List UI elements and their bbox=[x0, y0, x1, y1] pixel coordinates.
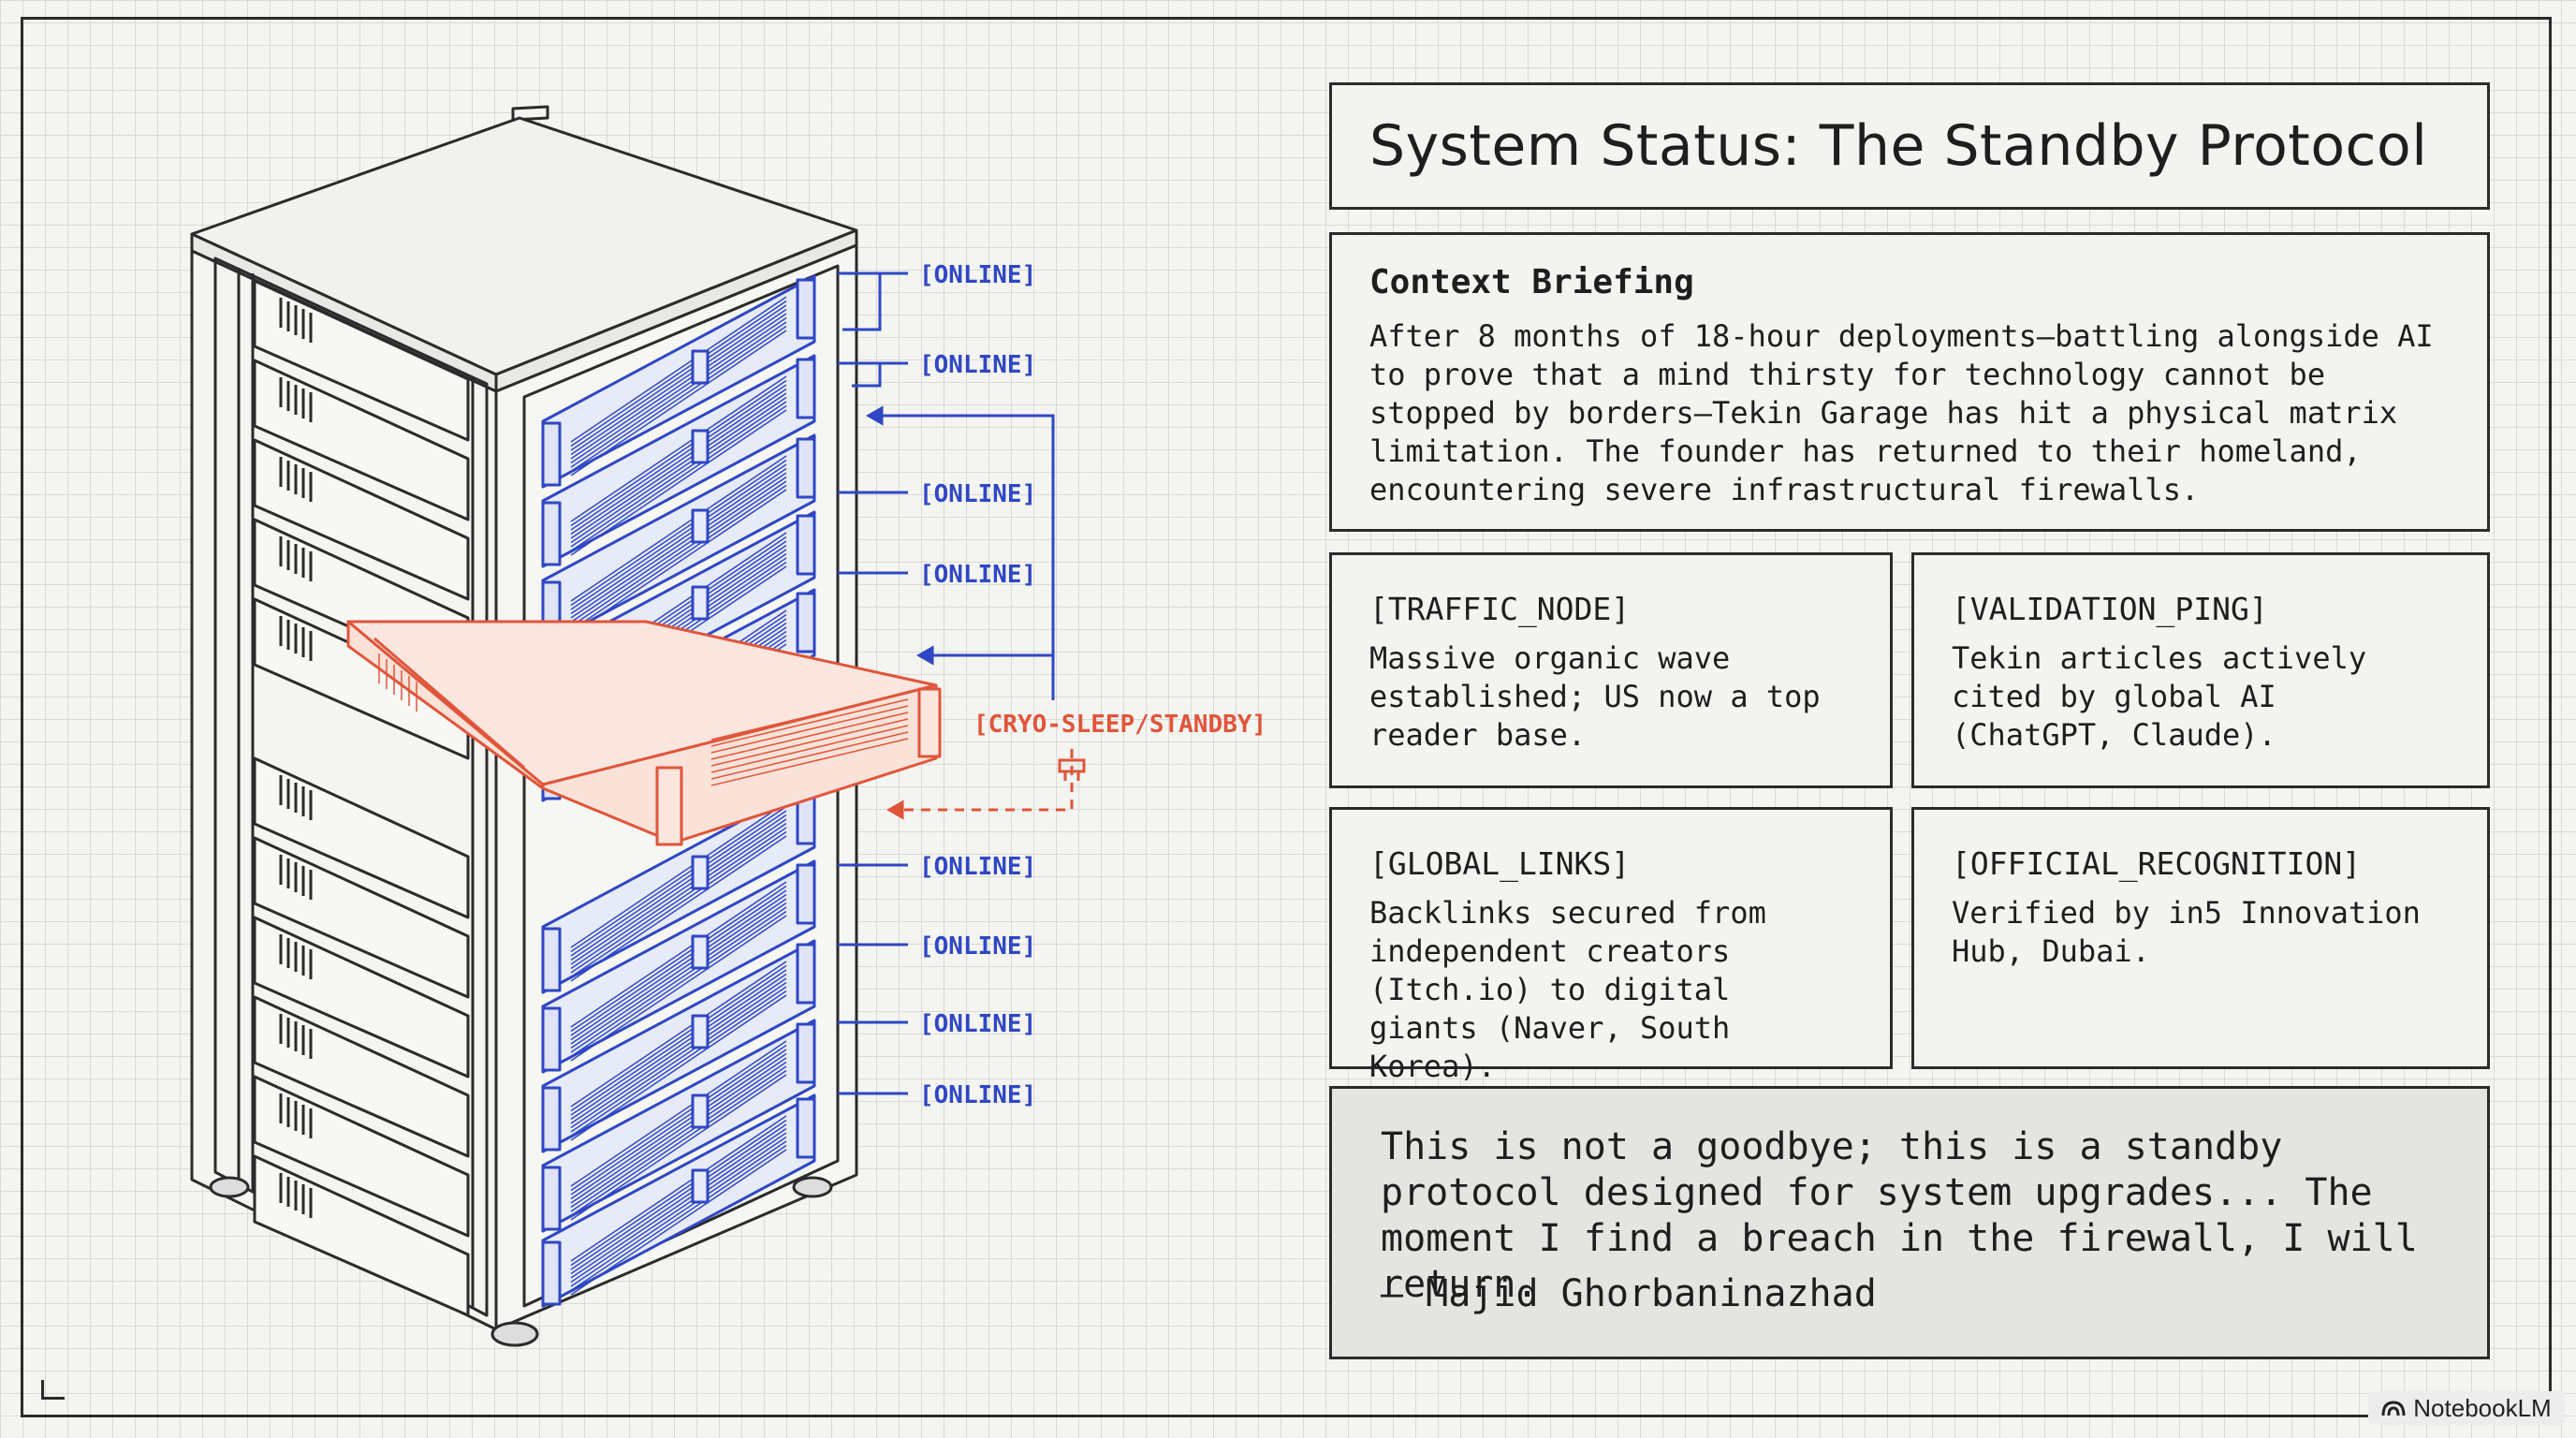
card-label: [VALIDATION_PING] bbox=[1952, 591, 2268, 627]
online-status-label: [ONLINE] bbox=[919, 351, 1036, 379]
server-unit bbox=[541, 939, 816, 1153]
card-label: [GLOBAL_LINKS] bbox=[1369, 845, 1631, 882]
connector-line bbox=[852, 361, 908, 388]
card-text: Massive organic wave established; US now… bbox=[1369, 640, 1821, 753]
server-unit bbox=[541, 1093, 816, 1308]
online-status-label: [ONLINE] bbox=[919, 1081, 1036, 1109]
online-status-label: [ONLINE] bbox=[919, 561, 1036, 589]
watermark-text: NotebookLM bbox=[2413, 1393, 2552, 1422]
card-text: Verified by in5 Innovation Hub, Dubai. bbox=[1952, 895, 2421, 969]
side-slot bbox=[253, 279, 470, 442]
quote-panel: This is not a goodbye; this is a standby… bbox=[1329, 1086, 2490, 1359]
side-slot bbox=[253, 756, 470, 919]
page-title: System Status: The Standby Protocol bbox=[1369, 113, 2428, 179]
notebooklm-watermark: NotebookLM bbox=[2368, 1391, 2565, 1425]
arrow-head bbox=[865, 405, 884, 426]
standby-dashed-line bbox=[894, 749, 1074, 812]
card-text: Tekin articles actively cited by global … bbox=[1952, 640, 2367, 753]
server-unit bbox=[541, 354, 816, 568]
card-label: [TRAFFIC_NODE] bbox=[1369, 591, 1631, 627]
side-slot bbox=[253, 438, 470, 601]
online-status-label: [ONLINE] bbox=[919, 1010, 1036, 1038]
title-panel: System Status: The Standby Protocol bbox=[1329, 82, 2490, 210]
context-body: After 8 months of 18-hour deployments—ba… bbox=[1369, 318, 2434, 507]
plug-icon bbox=[1058, 758, 1086, 781]
side-slot bbox=[253, 995, 470, 1158]
context-briefing-panel: Context Briefing After 8 months of 18-ho… bbox=[1329, 232, 2490, 532]
quote-author: — Majid Ghorbaninazhad bbox=[1381, 1272, 1877, 1315]
global-links-card: [GLOBAL_LINKS] Backlinks secured from in… bbox=[1329, 807, 1893, 1084]
side-slot bbox=[253, 836, 470, 999]
validation-ping-card: [VALIDATION_PING] Tekin articles activel… bbox=[1911, 552, 2490, 788]
server-rack bbox=[190, 105, 942, 1347]
online-status-label: [ONLINE] bbox=[919, 480, 1036, 508]
connector-line bbox=[842, 271, 908, 331]
server-unit bbox=[541, 274, 816, 489]
server-unit bbox=[541, 1019, 816, 1233]
server-unit bbox=[541, 780, 816, 994]
side-slot bbox=[253, 916, 470, 1078]
standby-server bbox=[346, 620, 942, 846]
side-slot bbox=[253, 1075, 470, 1238]
official-recognition-card: [OFFICIAL_RECOGNITION] Verified by in5 I… bbox=[1911, 807, 2490, 1069]
online-status-label: [ONLINE] bbox=[919, 853, 1036, 881]
traffic-node-card: [TRAFFIC_NODE] Massive organic wave esta… bbox=[1329, 552, 1893, 788]
context-heading: Context Briefing bbox=[1369, 263, 1694, 301]
card-label: [OFFICIAL_RECOGNITION] bbox=[1952, 845, 2362, 882]
server-rack-diagram: [ONLINE] [ONLINE] [ONLINE] [ONLINE] [CRYO-SL… bbox=[190, 105, 1266, 1347]
arrow-head bbox=[915, 645, 934, 666]
online-status-label: [ONLINE] bbox=[919, 932, 1036, 961]
corner-mark bbox=[41, 1380, 65, 1400]
standby-status-label: [CRYO-SLEEP/STANDBY] bbox=[973, 711, 1266, 739]
side-slot bbox=[253, 359, 470, 521]
online-status-label: [ONLINE] bbox=[919, 261, 1036, 289]
outer-frame bbox=[21, 17, 2552, 1417]
arrow-head bbox=[886, 800, 904, 820]
notebooklm-logo-icon bbox=[2381, 1401, 2406, 1416]
quote-text: This is not a goodbye; this is a standby… bbox=[1381, 1125, 2418, 1306]
side-slot bbox=[253, 1154, 470, 1317]
card-text: Backlinks secured from independent creat… bbox=[1369, 895, 1766, 1084]
server-unit bbox=[541, 859, 816, 1074]
return-path-line bbox=[871, 414, 1055, 700]
